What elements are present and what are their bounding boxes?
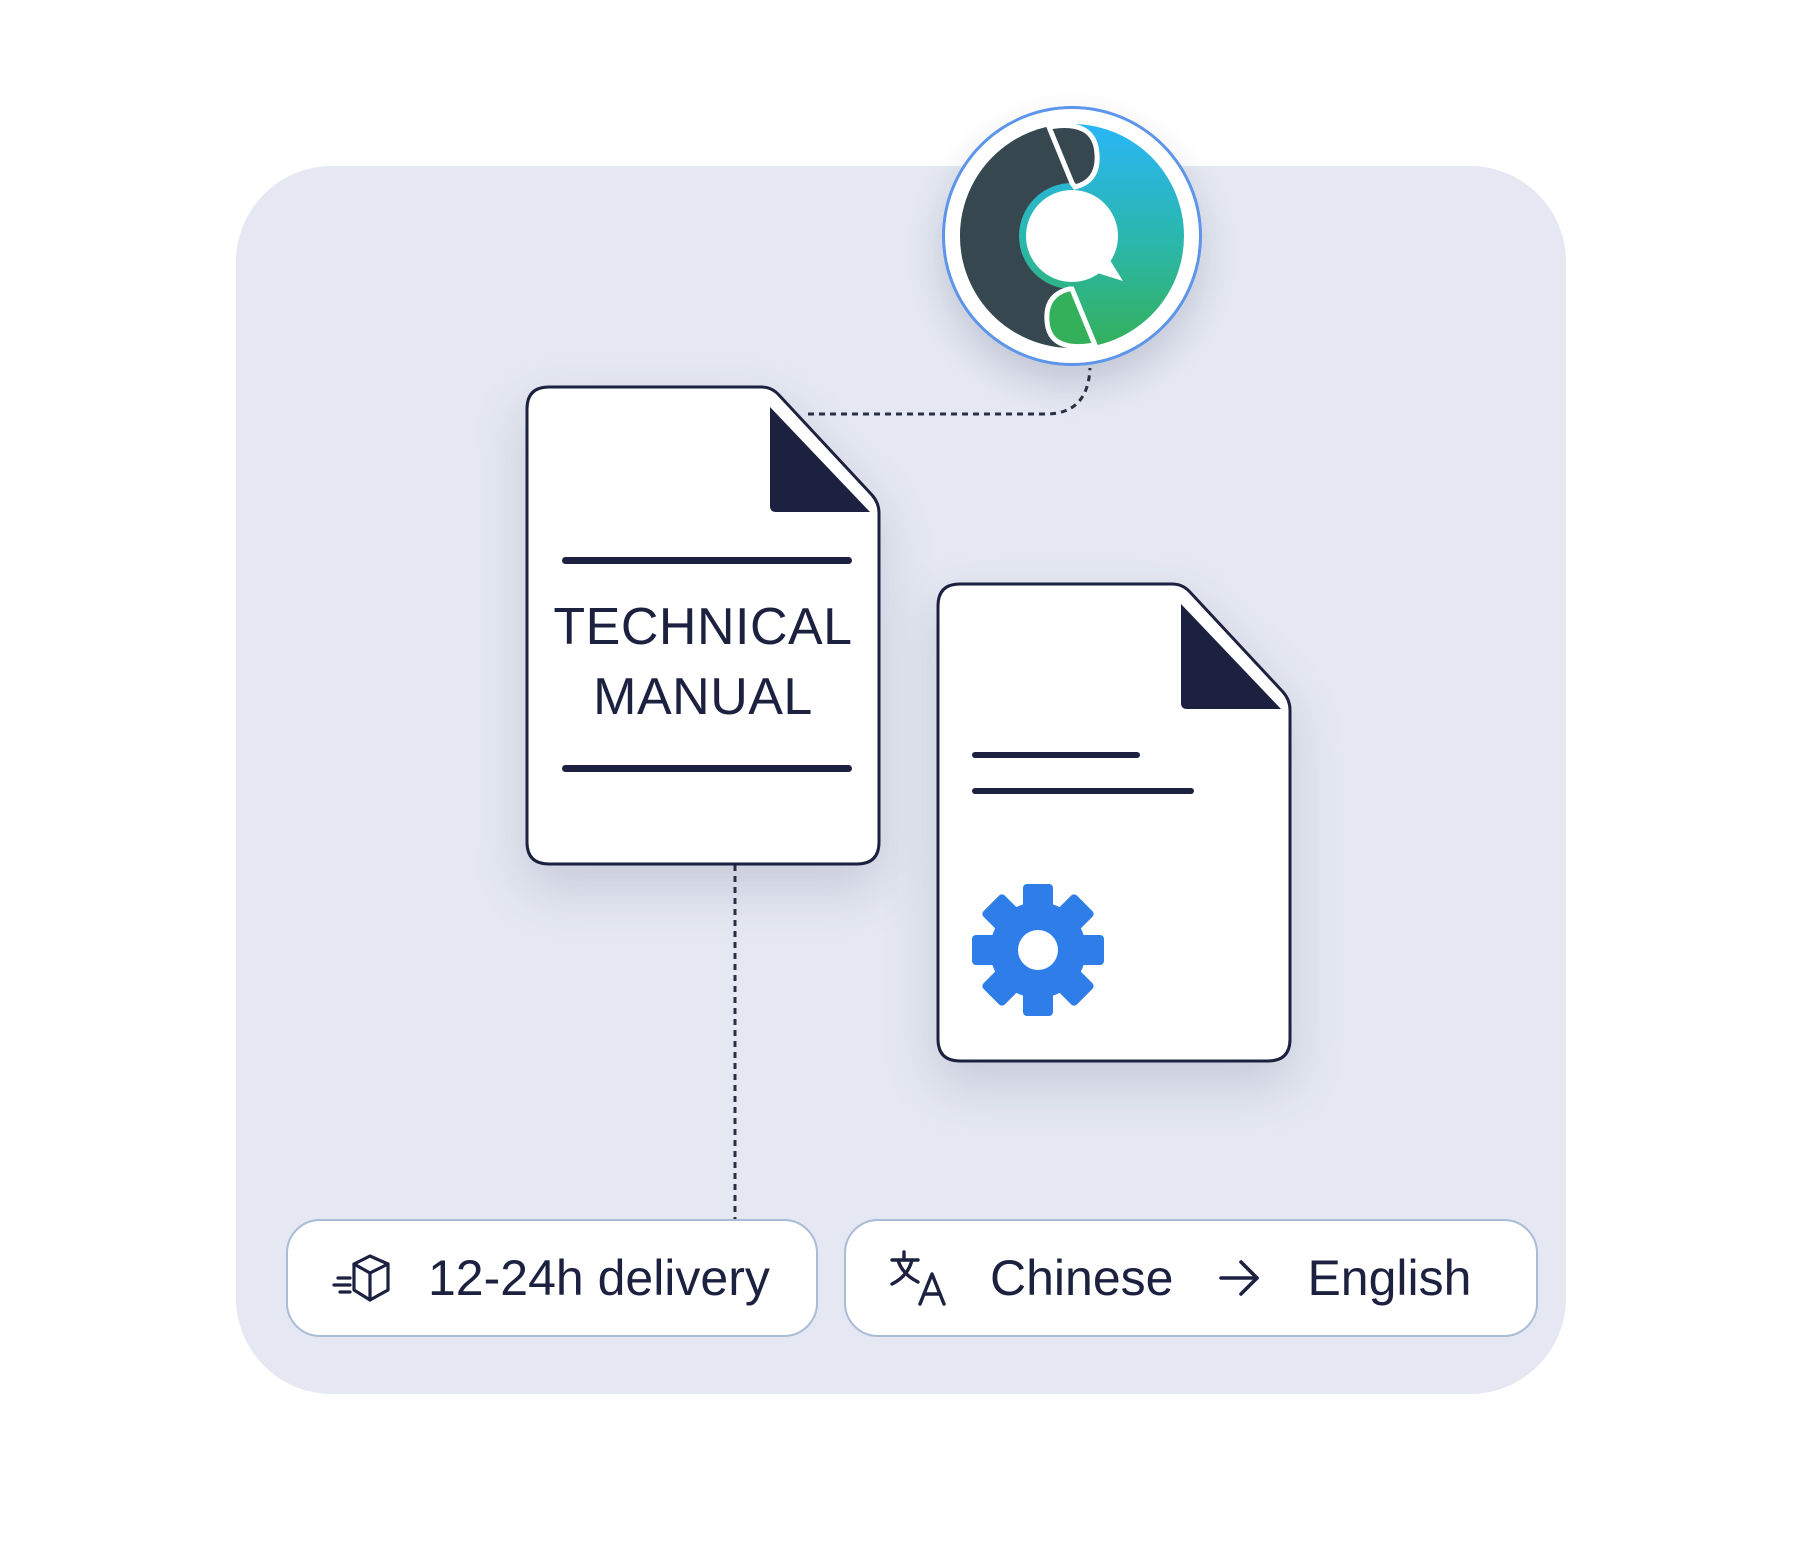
source-document: TECHNICAL MANUAL (525, 385, 881, 866)
document-sheet (525, 385, 881, 866)
delivery-badge: 12-24h delivery (286, 1219, 818, 1337)
target-document (936, 582, 1292, 1063)
document-title-line-2: MANUAL (593, 668, 813, 726)
arrow-right-icon (1217, 1255, 1263, 1301)
fast-delivery-box-icon (330, 1246, 394, 1310)
gear-icon (972, 884, 1104, 1016)
title-rule-bottom (562, 765, 852, 772)
source-language-label: Chinese (990, 1250, 1174, 1306)
brand-logo (942, 106, 1202, 366)
text-line-long (972, 788, 1194, 794)
document-sheet (936, 582, 1292, 1063)
translate-icon (888, 1248, 948, 1308)
folded-corner (1181, 604, 1281, 709)
text-line-short (972, 752, 1140, 758)
folded-corner (770, 407, 870, 512)
target-language-label: English (1307, 1250, 1472, 1306)
document-title-line-1: TECHNICAL (553, 598, 853, 656)
title-rule-top (562, 557, 852, 564)
delivery-label: 12-24h delivery (428, 1250, 770, 1306)
diagram-panel (236, 166, 1566, 1394)
chat-bubble-ring-logo (960, 123, 1184, 350)
language-pair-badge: Chinese English (844, 1219, 1538, 1337)
